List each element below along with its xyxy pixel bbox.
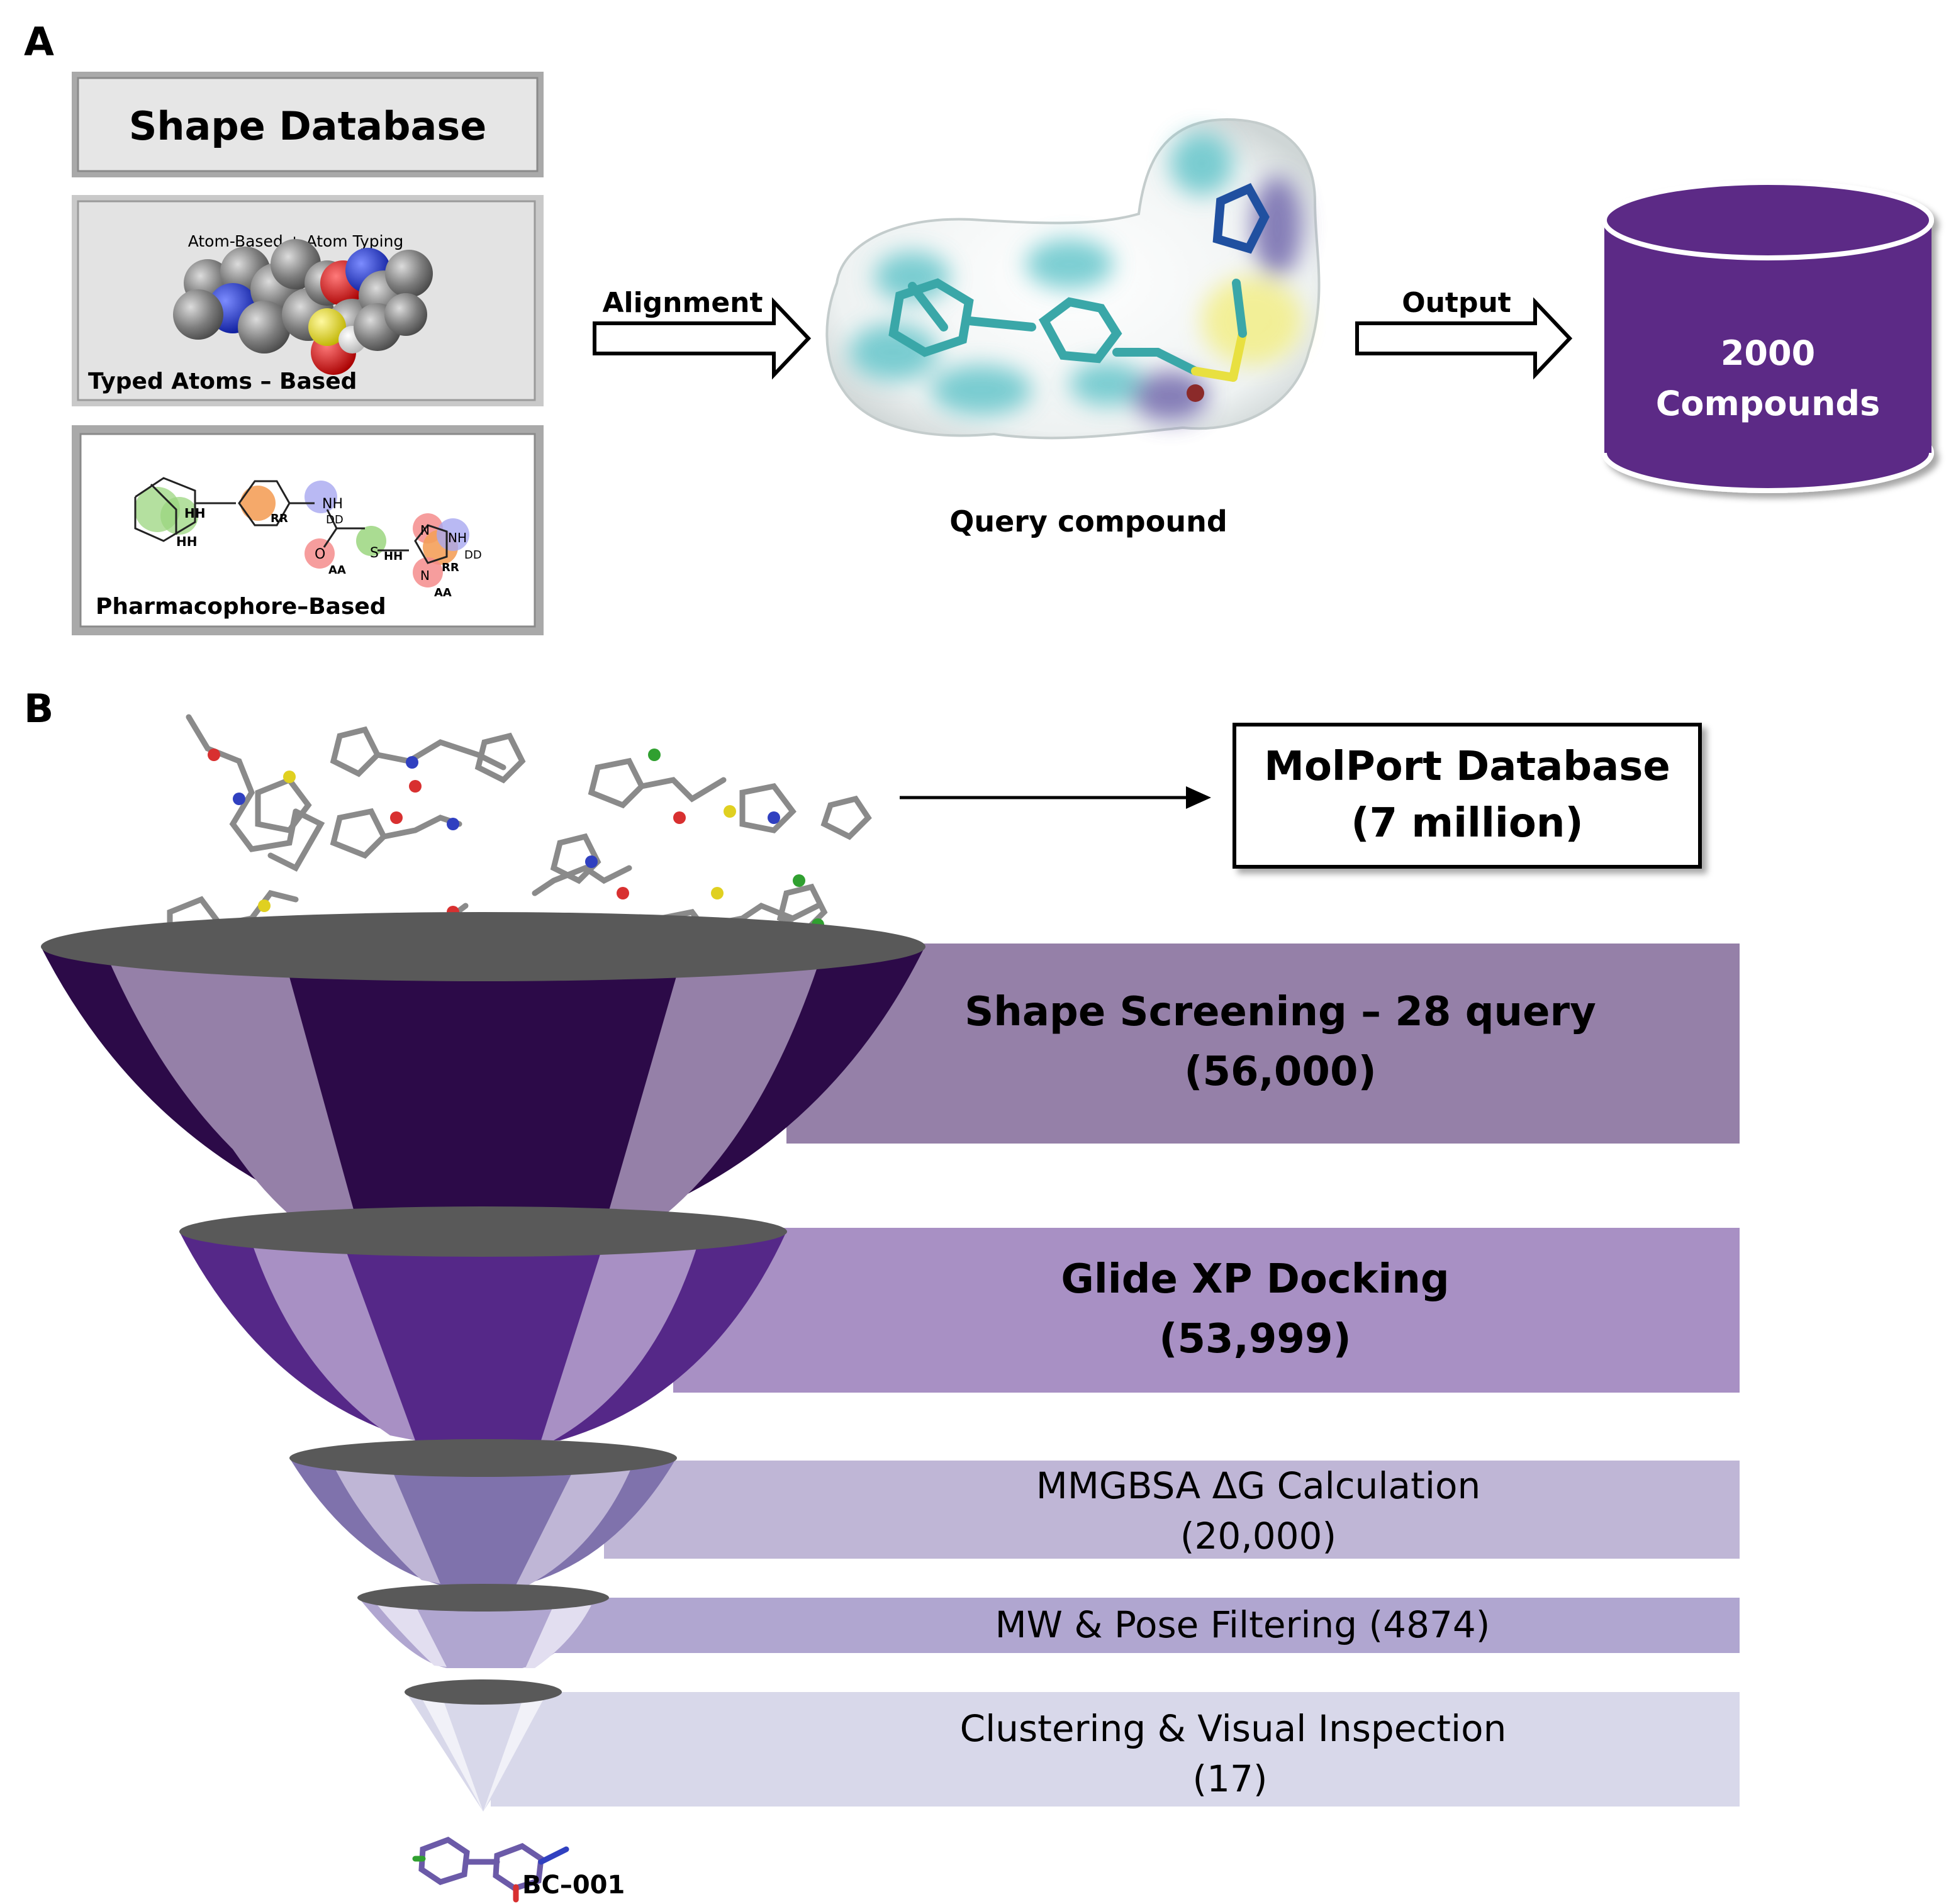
- pharm-n2-label: N: [420, 568, 430, 583]
- space-filling-molecule: [173, 239, 433, 375]
- stage-2-count: (53,999): [1159, 1316, 1351, 1362]
- stage-1-name: Shape Screening – 28 query: [964, 989, 1596, 1035]
- stage-1-count: (56,000): [1184, 1049, 1376, 1095]
- stage-5-name: Clustering & Visual Inspection: [960, 1707, 1507, 1750]
- panel-a-letter: A: [24, 19, 54, 65]
- query-compound-sticks: [888, 183, 1270, 382]
- shape-database-box: Shape Database: [72, 72, 544, 177]
- shape-database-title: Shape Database: [129, 103, 487, 149]
- typed-atoms-box: Atom-Based + Atom Typing Typed Atoms – B…: [72, 195, 544, 406]
- pharm-nh-label: NH: [322, 496, 343, 512]
- funnel-tier-5: [405, 1679, 562, 1812]
- pharm-nh2-label: NH: [448, 530, 467, 545]
- alignment-arrow: Alignment: [593, 287, 812, 380]
- final-compound-label: BC–001: [522, 1871, 625, 1900]
- pharm-aa2-label: AA: [434, 586, 452, 599]
- stage-bar-glide-docking: [673, 1228, 1740, 1393]
- pharmacophore-box: HH HH RR NH DD O AA S HH N NH DD N RR AA…: [72, 425, 544, 635]
- final-compound-molecule: [412, 1836, 569, 1903]
- pharm-o-label: O: [315, 547, 325, 562]
- stage-bar-clustering: [491, 1692, 1740, 1807]
- funnel-tier-1: [41, 912, 925, 1228]
- funnel-tier-3: [289, 1439, 677, 1585]
- stage-bar-mw-filtering: [554, 1598, 1740, 1653]
- pharm-dd1-label: DD: [326, 513, 344, 526]
- database-arrow: [900, 786, 1211, 809]
- output-cylinder: [1602, 180, 1934, 493]
- output-arrow: Output: [1355, 287, 1573, 380]
- pharm-aa1-label: AA: [328, 564, 346, 577]
- pharmacophore-label: Pharmacophore–Based: [96, 594, 386, 620]
- pharm-rr1-label: RR: [271, 512, 288, 525]
- stage-bar-shape-screening: [786, 944, 1740, 1144]
- database-name: MolPort Database: [1264, 743, 1670, 790]
- alignment-label: Alignment: [602, 287, 763, 319]
- molport-database-box: MolPort Database (7 million): [1233, 723, 1702, 869]
- pharm-n1-label: N: [420, 523, 430, 538]
- database-size: (7 million): [1351, 800, 1583, 847]
- stage-3-name: MMGBSA ΔG Calculation: [1036, 1464, 1480, 1507]
- stage-5-count: (17): [1192, 1757, 1267, 1800]
- pharm-rr2-label: RR: [442, 561, 459, 574]
- output-label: Output: [1402, 287, 1511, 319]
- stage-4-name: MW & Pose Filtering (4874): [995, 1603, 1490, 1646]
- pharm-hh3-label: HH: [384, 550, 403, 563]
- stage-3-count: (20,000): [1180, 1515, 1336, 1557]
- stage-bars: [491, 944, 1740, 1807]
- pharmacophore-molecule: [134, 477, 469, 587]
- pharm-hh2-label: HH: [176, 534, 197, 549]
- stage-2-name: Glide XP Docking: [1061, 1256, 1449, 1303]
- stage-bar-mmgbsa: [604, 1461, 1740, 1559]
- funnel-tier-4: [357, 1584, 610, 1668]
- query-compound-label: Query compound: [949, 504, 1227, 538]
- pharm-dd2-label: DD: [464, 548, 482, 562]
- typed-atoms-label: Typed Atoms – Based: [88, 369, 357, 394]
- pharm-hh1-label: HH: [184, 506, 205, 521]
- output-unit: Compounds: [1656, 384, 1880, 423]
- panel-b-letter: B: [24, 686, 53, 732]
- pharm-s-label: S: [370, 545, 379, 561]
- output-count: 2000: [1721, 333, 1815, 373]
- query-compound-surface: [825, 118, 1321, 440]
- funnel-tier-2: [179, 1206, 787, 1440]
